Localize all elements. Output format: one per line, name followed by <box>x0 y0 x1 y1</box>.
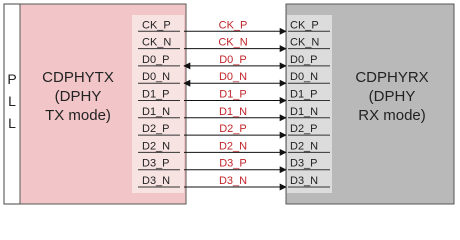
rx-pin-panel <box>287 15 332 193</box>
tx-pin-label: CK_N <box>142 37 171 49</box>
tx-pin-label: D0_N <box>142 71 170 83</box>
tx-pin-panel <box>132 15 184 193</box>
signal-wire-label: D1_P <box>219 89 247 101</box>
tx-block-title: CDPHYTX <box>42 69 114 86</box>
pll-letter: L <box>8 93 16 109</box>
tx-pin-label: D2_P <box>142 123 170 135</box>
rx-pin-label: D3_N <box>290 175 318 187</box>
rx-block-mode: RX mode) <box>358 107 426 124</box>
tx-pin-label: CK_P <box>142 19 171 31</box>
tx-block-mode: TX mode) <box>45 107 111 124</box>
rx-pin-label: D3_P <box>290 158 318 170</box>
rx-pin-label: D0_P <box>290 54 318 66</box>
signal-wire-label: D2_P <box>219 123 247 135</box>
tx-pin-label: D1_N <box>142 106 170 118</box>
pll-letter: P <box>7 71 16 87</box>
rx-pin-label: D2_P <box>290 123 318 135</box>
rx-pin-label: D2_N <box>290 140 318 152</box>
tx-pin-label: D2_N <box>142 140 170 152</box>
signal-wire-label: D1_N <box>219 106 247 118</box>
signal-rows: CK_P CK_P CK_P CK_N CK_N CK_N D0_P D0_P D0_P D0_N… <box>138 19 330 191</box>
signal-wire-label: D3_N <box>219 175 247 187</box>
rx-block-subtitle: (DPHY <box>369 88 416 105</box>
tx-pin-label: D0_P <box>142 54 170 66</box>
signal-wire-label: D2_N <box>219 140 247 152</box>
dphy-connection-diagram: P L L CDPHYTX (DPHY TX mode) CDPHYRX (DP… <box>3 3 455 205</box>
signal-wire-label: D3_P <box>219 158 247 170</box>
rx-block-title: CDPHYRX <box>355 69 428 86</box>
tx-block-subtitle: (DPHY <box>55 88 102 105</box>
rx-pin-label: D1_P <box>290 89 318 101</box>
pll-letter: L <box>8 115 16 131</box>
tx-pin-label: D3_N <box>142 175 170 187</box>
tx-pin-label: D3_P <box>142 158 170 170</box>
tx-pin-label: D1_P <box>142 89 170 101</box>
rx-pin-label: CK_N <box>290 37 319 49</box>
signal-wire-label: CK_P <box>219 19 248 31</box>
signal-wire-label: CK_N <box>218 37 247 49</box>
rx-pin-label: D1_N <box>290 106 318 118</box>
rx-pin-label: CK_P <box>290 19 319 31</box>
signal-wire-label: D0_P <box>219 54 247 66</box>
diagram-canvas: P L L CDPHYTX (DPHY TX mode) CDPHYRX (DP… <box>3 3 455 205</box>
signal-wire-label: D0_N <box>219 71 247 83</box>
rx-pin-label: D0_N <box>290 71 318 83</box>
